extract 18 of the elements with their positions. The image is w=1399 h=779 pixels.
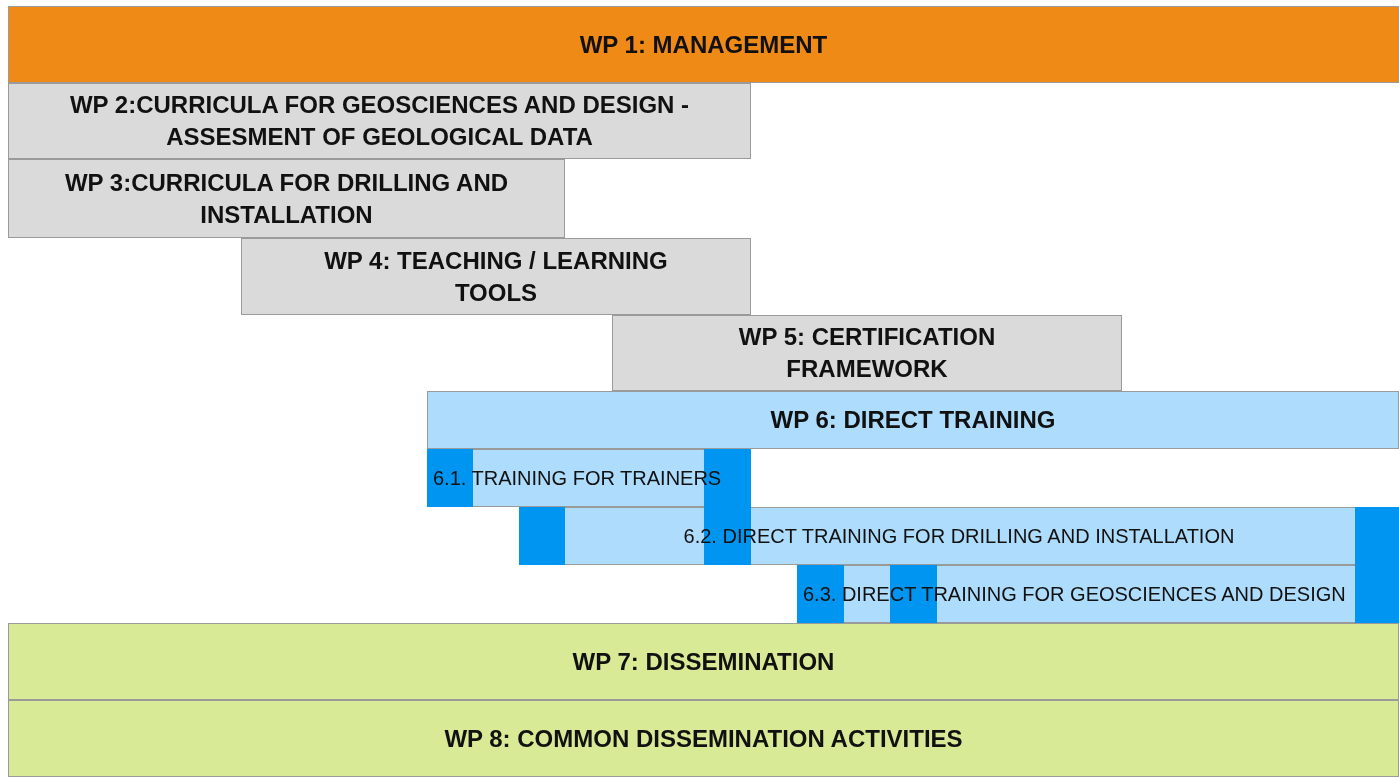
work-package-bar	[612, 315, 1122, 391]
work-package-title: WP 7: DISSEMINATION	[572, 646, 835, 677]
work-package-bar	[8, 159, 565, 238]
work-package-bar	[8, 700, 1399, 777]
work-package-bar	[427, 391, 1399, 449]
work-package-bar	[8, 6, 1399, 83]
work-package-title: WP 6: DIRECT TRAINING	[770, 405, 1056, 435]
work-package-title: WP 5: CERTIFICATION FRAMEWORK	[737, 322, 997, 384]
work-package-title: WP 1: MANAGEMENT	[579, 29, 828, 60]
work-package-title: WP 8: COMMON DISSEMINATION ACTIVITIES	[444, 723, 963, 754]
work-package-title: WP 4: TEACHING / LEARNING TOOLS	[323, 245, 669, 308]
work-package-title: WP 2:CURRICULA FOR GEOSCIENCES AND DESIGN - ASSESMENT OF GEOLOGICAL DATA	[68, 90, 691, 152]
task-bar	[797, 565, 1399, 623]
work-package-bar	[8, 83, 751, 159]
work-package-title: WP 3:CURRICULA FOR DRILLING AND INSTALLATION	[63, 167, 510, 230]
work-package-bar	[241, 238, 751, 315]
task-bar	[519, 507, 1399, 565]
work-package-bar	[8, 623, 1399, 700]
